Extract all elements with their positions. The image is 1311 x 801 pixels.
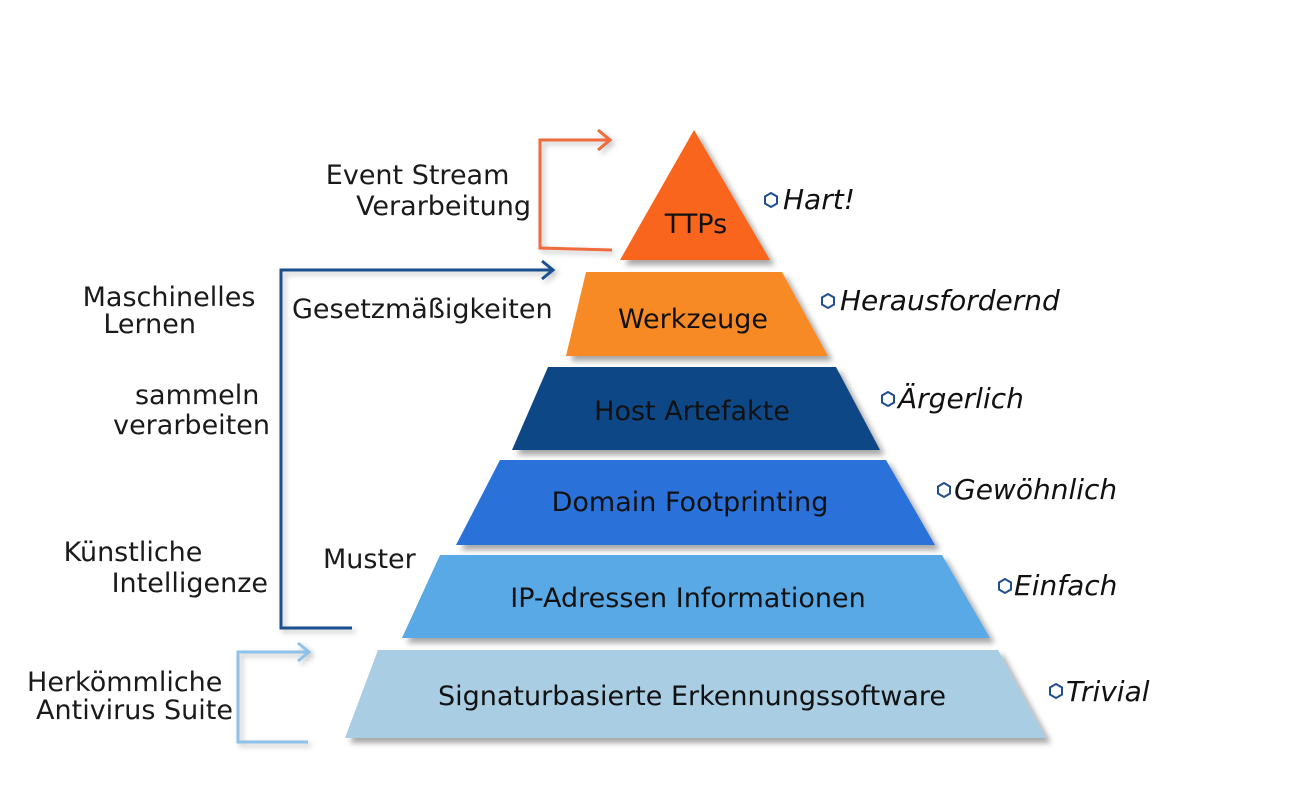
hexagon-bullet-icon: [1049, 682, 1063, 700]
collect-process-line-1: sammeln: [135, 380, 259, 411]
level-label-werkzeuge: Werkzeuge: [618, 304, 768, 335]
blue-arrow-head-icon: [541, 259, 556, 281]
level-label-domain-footprinting: Domain Footprinting: [552, 487, 829, 518]
level-host-artefakte: [512, 367, 880, 450]
level-label-ttps: TTPs: [664, 209, 727, 240]
level-label-ip-adressen: IP-Adressen Informationen: [510, 583, 866, 614]
difficulty-labels: Hart! Herausfordernd Ärgerlich Gewöhnlic…: [764, 183, 1150, 708]
difficulty-trivial: Trivial: [1066, 675, 1150, 708]
regularities-label: Gesetzmäßigkeiten: [292, 294, 553, 325]
antivirus-bracket: [236, 641, 312, 744]
event-stream-line-1: Event Stream: [326, 160, 510, 191]
difficulty-aergerlich: Ärgerlich: [896, 382, 1024, 415]
patterns-label: Muster: [323, 544, 417, 575]
difficulty-gewoehnlich: Gewöhnlich: [954, 473, 1117, 506]
antivirus-line-2: Antivirus Suite: [36, 695, 233, 726]
orange-bracket-line: [538, 138, 613, 252]
event-stream-bracket: [538, 128, 613, 252]
level-domain-footprinting: [456, 460, 935, 545]
ai-line-2: Intelligenze: [112, 568, 268, 599]
event-stream-label: Event Stream Verarbeitung: [326, 160, 531, 222]
machine-learning-line-1: Maschinelles: [83, 282, 256, 313]
event-stream-line-2: Verarbeitung: [356, 191, 531, 222]
antivirus-label: Herkömmliche Antivirus Suite: [27, 667, 233, 726]
difficulty-herausfordernd: Herausfordernd: [840, 284, 1060, 317]
ml-ai-bracket: [279, 259, 556, 630]
level-ip-adressen: [402, 555, 990, 638]
machine-learning-label: Maschinelles Lernen: [83, 282, 264, 340]
machine-learning-line-2: Lernen: [103, 309, 196, 340]
ai-label: Künstliche Intelligenze: [64, 537, 268, 599]
hexagon-bullet-icon: [821, 292, 835, 310]
hexagon-bullet-icon: [764, 191, 778, 209]
antivirus-line-1: Herkömmliche: [27, 667, 222, 698]
pyramid: [345, 130, 1046, 738]
orange-arrow-head-icon: [597, 128, 613, 152]
blue-bracket-line: [279, 268, 552, 630]
level-werkzeuge: [566, 272, 828, 356]
collect-process-label: sammeln verarbeiten: [113, 380, 270, 441]
hexagon-bullet-icon: [937, 481, 951, 499]
level-ttps: [620, 130, 770, 260]
light-bracket-line: [236, 650, 308, 744]
light-arrow-head-icon: [297, 641, 312, 663]
level-label-host-artefakte: Host Artefakte: [594, 396, 790, 427]
ai-line-1: Künstliche: [64, 537, 203, 568]
hexagon-bullet-icon: [881, 390, 895, 408]
level-label-signaturbasiert: Signaturbasierte Erkennungssoftware: [438, 681, 946, 712]
hexagon-bullet-icon: [998, 577, 1012, 595]
difficulty-einfach: Einfach: [1014, 569, 1117, 602]
difficulty-hart: Hart!: [783, 183, 855, 216]
level-signaturbasiert: [345, 650, 1046, 738]
collect-process-line-2: verarbeiten: [113, 410, 270, 441]
